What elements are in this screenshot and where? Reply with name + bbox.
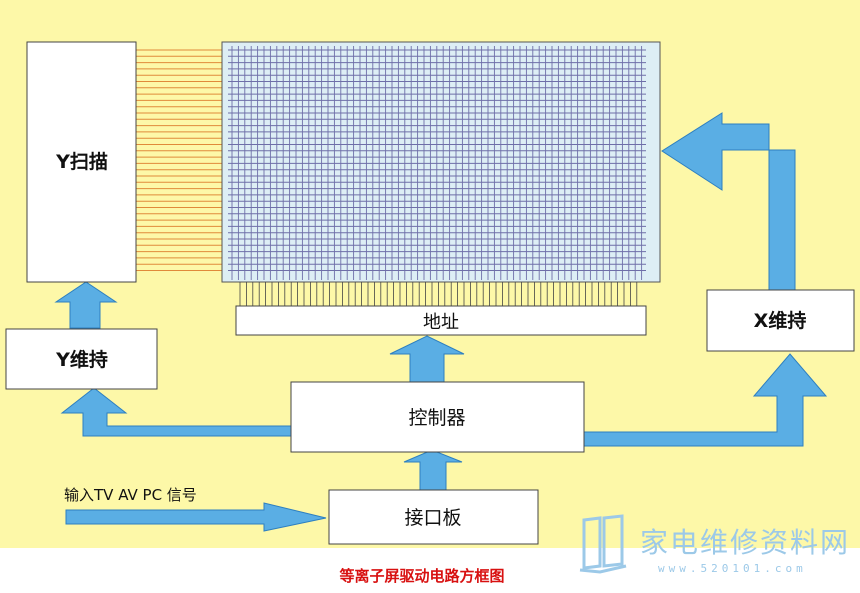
controller-label: 控制器 xyxy=(408,407,465,429)
y-scan-label: Y扫描 xyxy=(55,150,108,173)
y-sustain-block xyxy=(5,328,158,390)
arrow-input-to-interface xyxy=(65,502,327,532)
y-scan-block xyxy=(26,41,137,283)
plasma-panel xyxy=(221,41,661,283)
arrow-controller-to-y-sustain xyxy=(60,387,292,437)
arrow-x-sustain-to-panel xyxy=(661,112,796,291)
panel-electrode-grid xyxy=(228,46,646,280)
interface-board-label: 接口板 xyxy=(404,507,461,529)
watermark: 家电维修资料网 www.520101.com xyxy=(579,514,850,575)
watermark-book-icon xyxy=(579,514,627,574)
x-sustain-block xyxy=(706,289,855,352)
watermark-site-name: 家电维修资料网 xyxy=(640,526,850,559)
input-signal-label: 输入TV AV PC 信号 xyxy=(64,486,197,504)
address-electrode-lines xyxy=(239,282,638,306)
arrow-interface-to-controller xyxy=(403,449,463,491)
x-sustain-label: X维持 xyxy=(754,309,807,332)
diagram-caption: 等离子屏驱动电路方框图 xyxy=(339,567,504,585)
interface-board-block xyxy=(328,489,539,545)
address-block xyxy=(235,305,647,336)
arrow-controller-to-address xyxy=(389,335,465,383)
y-sustain-label: Y维持 xyxy=(55,348,108,371)
watermark-url: www.520101.com xyxy=(658,562,807,575)
controller-block xyxy=(290,381,585,453)
arrow-controller-to-x-sustain xyxy=(583,353,828,447)
scan-lines xyxy=(136,49,222,271)
address-label: 地址 xyxy=(423,312,459,333)
arrow-y-sustain-to-y-scan xyxy=(54,281,118,329)
